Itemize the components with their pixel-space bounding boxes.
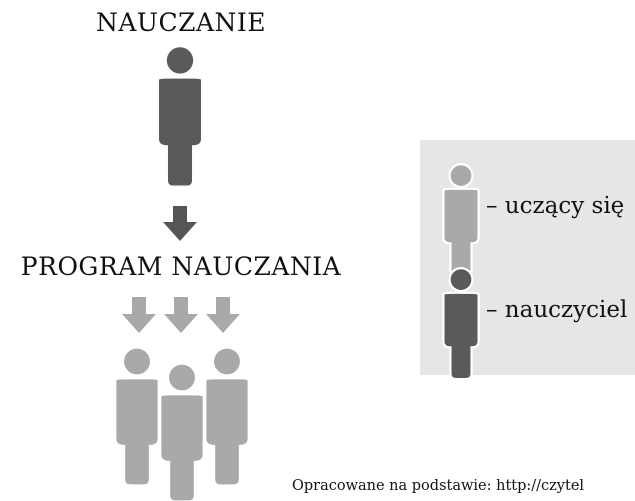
title-nauczanie: NAUCZANIE — [95, 8, 267, 37]
arrow-down-light-icon-1 — [122, 297, 156, 333]
arrow-down-light-icon-2 — [164, 297, 198, 333]
teacher-figure-icon — [156, 44, 204, 189]
legend-label-teacher: – nauczyciel — [486, 297, 628, 323]
learner-figure-icon-right — [203, 345, 251, 488]
learner-figure-icon-center — [158, 361, 206, 501]
legend-label-learner: – uczący się — [486, 193, 625, 219]
learner-figure-icon-left — [113, 345, 161, 488]
arrow-down-dark-icon — [163, 206, 197, 241]
title-program-nauczania: PROGRAM NAUCZANIA — [20, 252, 342, 281]
source-note: Opracowane na podstawie: http://czytel — [292, 478, 585, 494]
arrow-down-light-icon-3 — [206, 297, 240, 333]
